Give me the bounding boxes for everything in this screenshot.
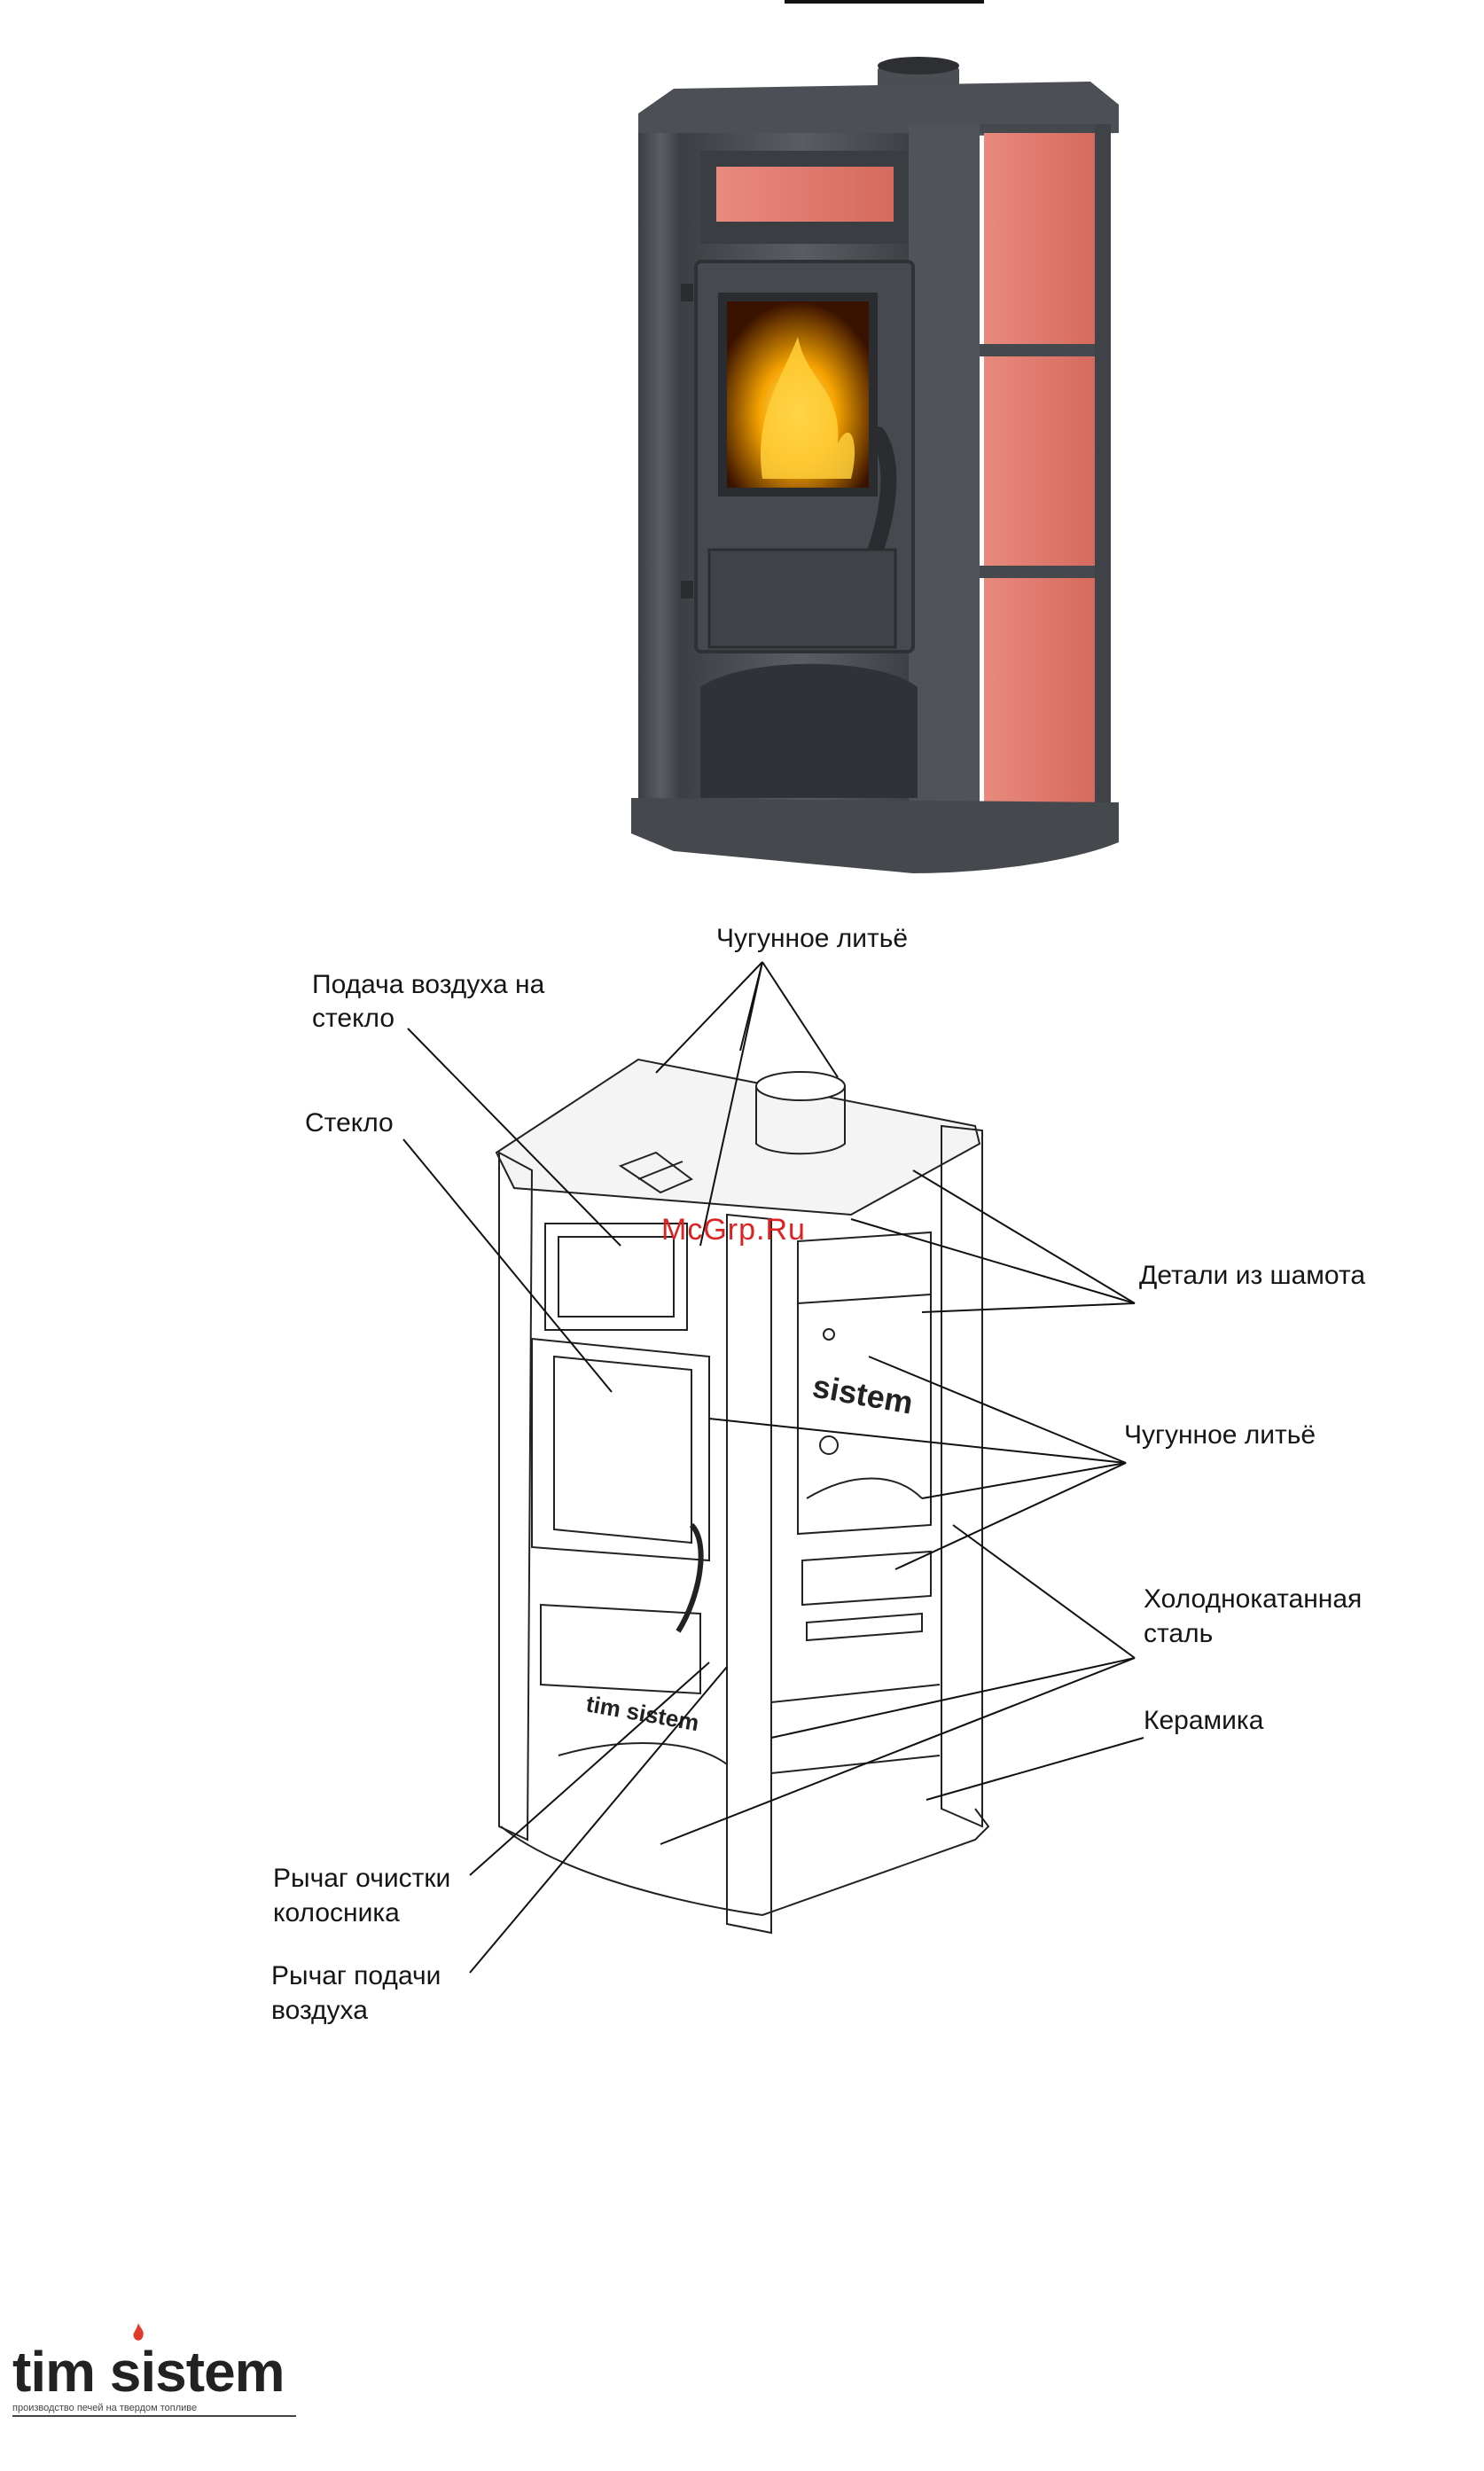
label-air-lever-line1: Рычаг подачи [271, 1959, 441, 1993]
label-chamotte: Детали из шамота [1139, 1259, 1365, 1293]
label-cast-iron-middle: Чугунное литьё [1124, 1419, 1316, 1452]
diagram-left-column [499, 1153, 532, 1840]
label-steel-line1: Холоднокатанная [1144, 1583, 1362, 1616]
watermark: McGrp.Ru [661, 1213, 806, 1247]
diagram-right-column [941, 1126, 982, 1826]
logo-tagline: производство печей на твердом топливе [12, 2403, 305, 2413]
label-air-glass-line1: Подача воздуха на [312, 968, 544, 1002]
label-air-lever-line2: воздуха [271, 1994, 368, 2028]
label-grate-lever-line2: колосника [273, 1896, 400, 1930]
diagram-flue [756, 1072, 845, 1100]
svg-text:tim sistem: tim sistem [584, 1690, 701, 1736]
diagram-ash-door [541, 1605, 700, 1693]
label-ceramics: Керамика [1144, 1704, 1263, 1738]
label-air-glass-line2: стекло [312, 1002, 394, 1036]
logo-underline [12, 2415, 296, 2417]
label-cast-iron-top: Чугунное литьё [716, 922, 908, 956]
brand-logo: tim sistem производство печей на твердом… [12, 2341, 305, 2417]
diagram-glass-door [532, 1339, 709, 1560]
label-glass: Стекло [305, 1106, 394, 1140]
logo-name: tim sistem [12, 2341, 305, 2403]
label-steel-line2: сталь [1144, 1617, 1213, 1651]
diagram-brand: sistem [810, 1368, 916, 1421]
diagram-top-plate [496, 1060, 980, 1215]
label-grate-lever-line1: Рычаг очистки [273, 1862, 450, 1896]
